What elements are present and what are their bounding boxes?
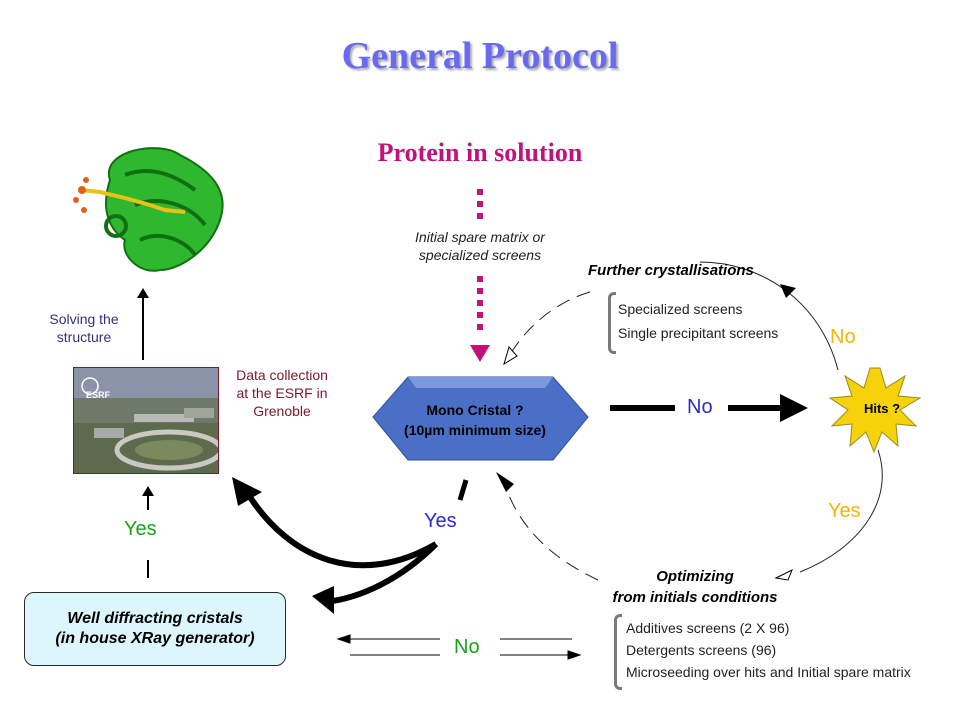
no-bottom-label: No (454, 636, 480, 658)
well-diffracting-line2: (in house XRay generator) (55, 630, 255, 647)
bottom-no-arrows (336, 634, 582, 660)
mono-cristal-label: Mono Cristal ? (10µm minimum size) (404, 402, 546, 438)
yes-left-label: Yes (124, 518, 157, 540)
esrf-photo-drawing (74, 368, 218, 473)
optimizing-heading: Optimizing from initials conditions (612, 568, 778, 606)
list-item: Microseeding over hits and Initial spare… (626, 664, 911, 680)
list-item: Additives screens (2 X 96) (626, 620, 790, 636)
crystal-shape (372, 376, 589, 461)
further-crystallisations-heading: Further crystallisations (588, 262, 754, 279)
well-diffracting-line1: Well diffracting cristals (67, 610, 243, 627)
optimizing-cycle-arc (799, 449, 883, 573)
page-title: General Protocol (341, 35, 619, 77)
crystal-to-hits-arrow (610, 394, 808, 422)
solving-structure-label: Solving the structure (49, 311, 119, 345)
list-item: Detergents screens (96) (626, 642, 777, 658)
initial-screens-text: Initial spare matrix or specialized scre… (415, 229, 545, 263)
data-collection-label: Data collection at the ESRF in Grenoble (236, 367, 328, 419)
hits-label: Hits ? (863, 401, 901, 416)
further-bracket (608, 292, 616, 354)
no-middle-label: No (687, 396, 713, 418)
yes-right-label: Yes (828, 500, 861, 522)
yes-middle-label: Yes (424, 510, 457, 532)
list-item: Single precipitant screens (618, 325, 779, 341)
further-crystallisations-list: Specialized screens Single precipitant s… (618, 297, 778, 345)
optimizing-bracket (614, 614, 622, 690)
well-diffracting-box: Well diffracting cristals (in house XRay… (24, 592, 286, 666)
protein-in-solution-label: Protein in solution (377, 138, 583, 167)
optimizing-list: Additives screens (2 X 96) Detergents sc… (626, 617, 911, 683)
protein-structure-icon (73, 147, 224, 272)
esrf-aerial-photo (73, 367, 219, 474)
starburst-icon (828, 367, 922, 454)
esrf-logo-text: ESRF (86, 390, 111, 400)
initial-screening-arrow (470, 189, 490, 362)
list-item: Specialized screens (618, 301, 743, 317)
yes-curved-arrows (245, 492, 439, 605)
no-top-label: No (830, 326, 856, 348)
